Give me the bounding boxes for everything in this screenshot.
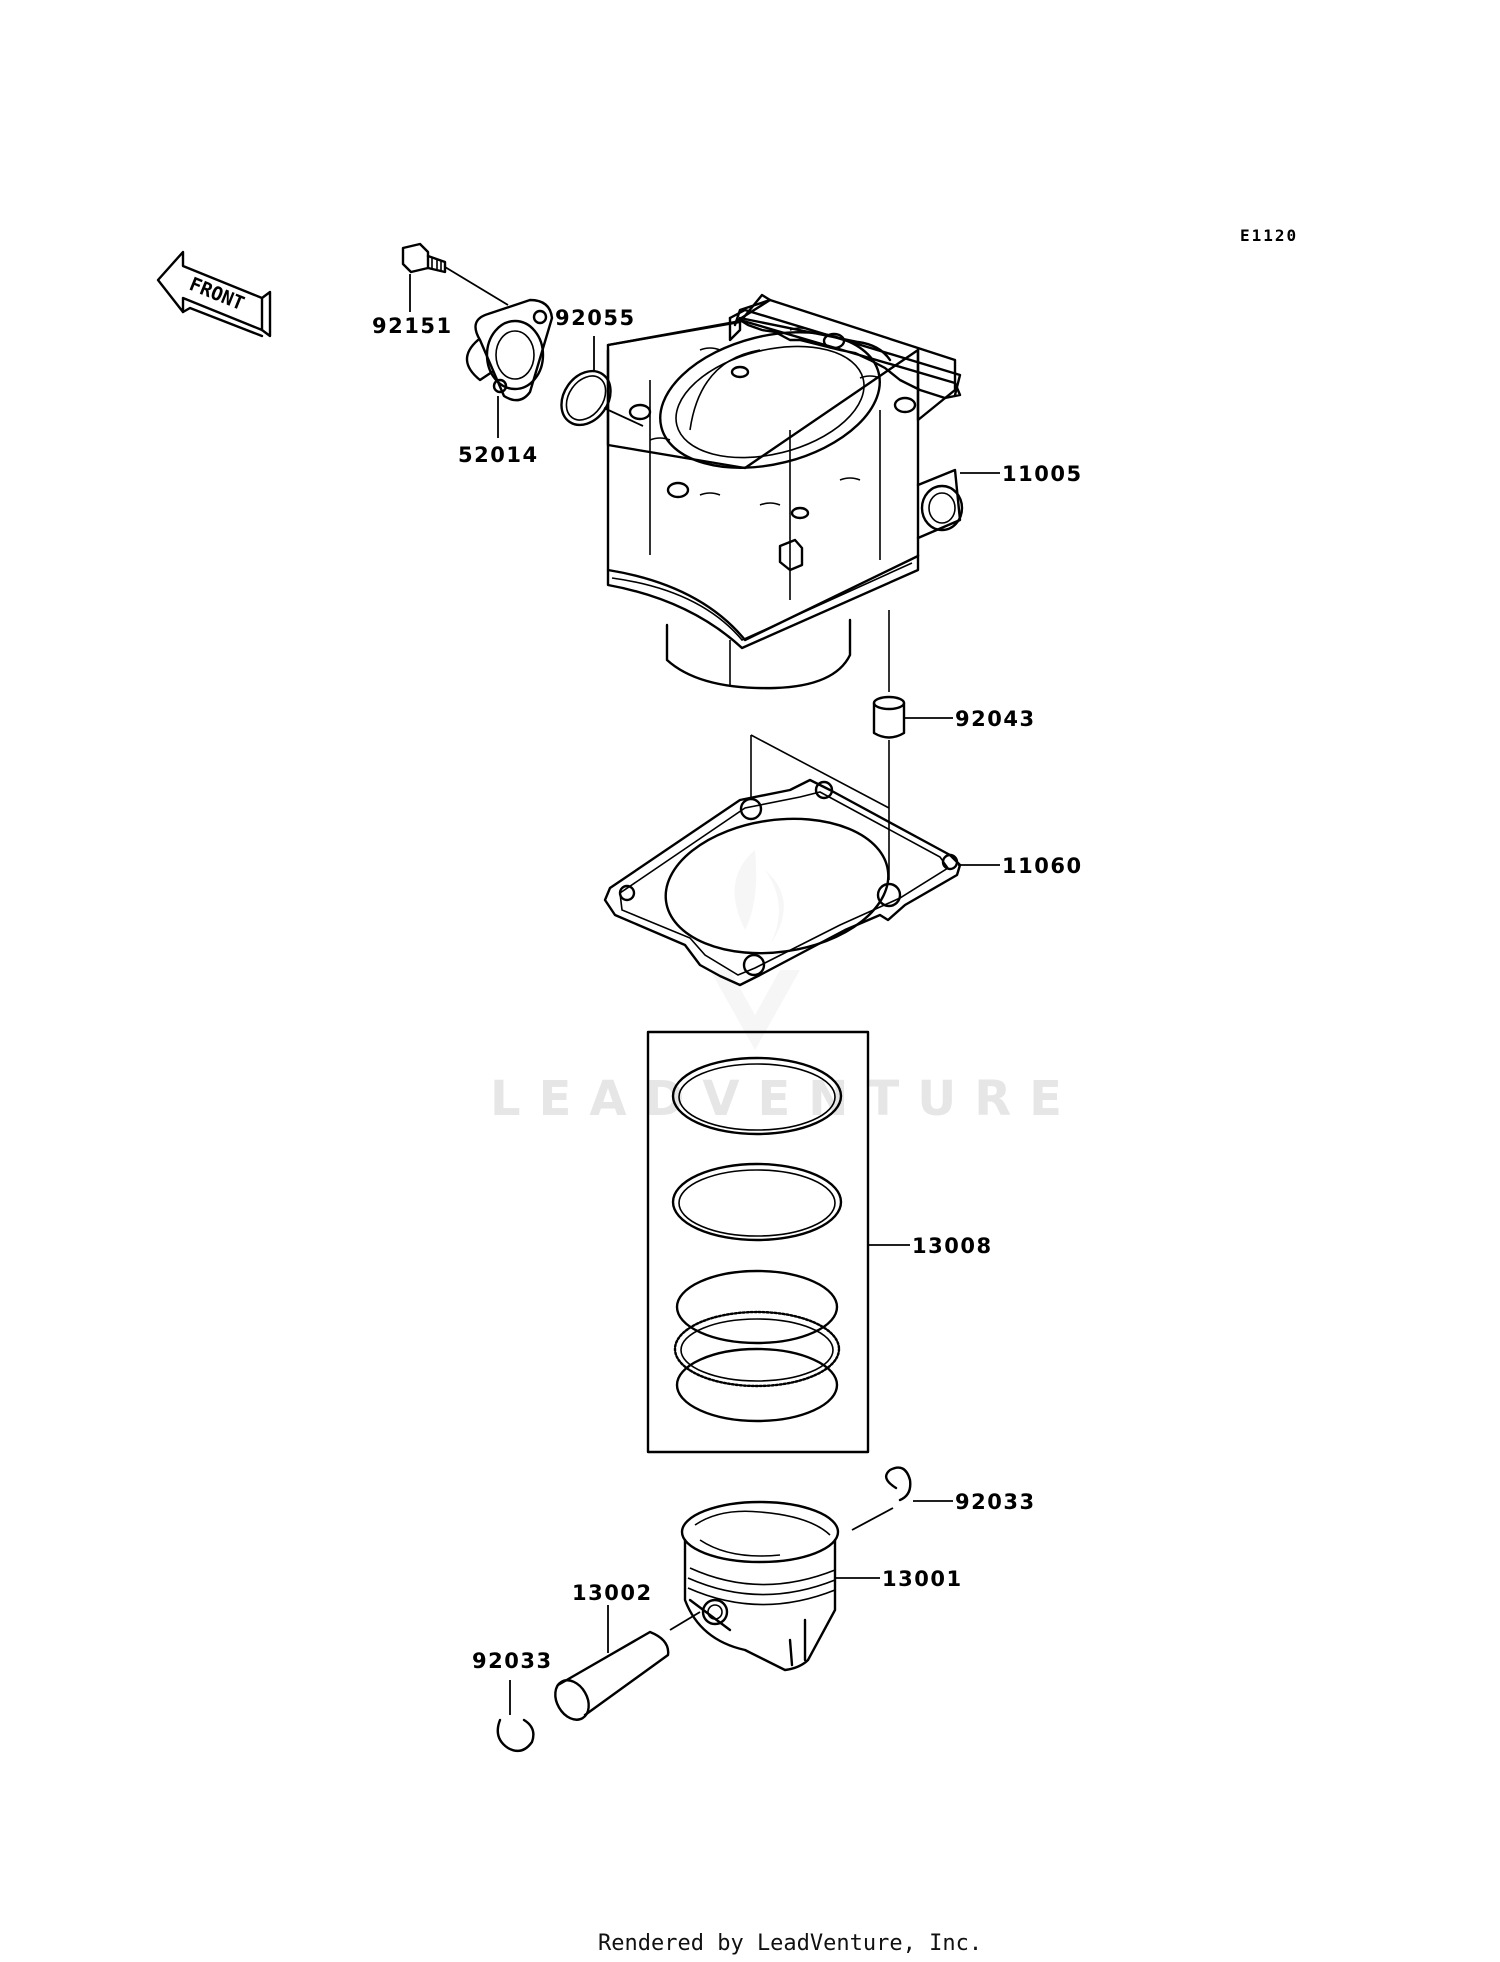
o-ring-part (560, 369, 612, 427)
piston-part (680, 1500, 840, 1672)
piston-ring-set-part (646, 1030, 870, 1454)
dowel-pin-part (872, 695, 906, 739)
diagram-code: E1120 (1240, 226, 1298, 245)
part-label-11060[interactable]: 11060 (1002, 854, 1083, 878)
part-label-92043[interactable]: 92043 (955, 707, 1036, 731)
bolt-part (401, 242, 447, 274)
cylinder-gasket-part (603, 778, 962, 987)
part-label-11005[interactable]: 11005 (1002, 462, 1083, 486)
part-label-13008[interactable]: 13008 (912, 1234, 993, 1258)
watermark-logo (710, 850, 800, 1050)
circlip-left-part (496, 1718, 535, 1753)
part-label-52014[interactable]: 52014 (458, 443, 539, 467)
part-label-13002[interactable]: 13002 (572, 1581, 653, 1605)
part-label-92151[interactable]: 92151 (372, 314, 453, 338)
watermark-text: LEADVENTURE (490, 1071, 1080, 1127)
piston-pin-part (554, 1630, 670, 1721)
part-label-13001[interactable]: 13001 (882, 1567, 963, 1591)
circlip-right-part (884, 1466, 912, 1502)
part-label-92033-right[interactable]: 92033 (955, 1490, 1036, 1514)
part-label-92033-left[interactable]: 92033 (472, 1649, 553, 1673)
front-arrow-icon: FRONT (156, 250, 272, 338)
footer-credit: Rendered by LeadVenture, Inc. (598, 1931, 982, 1956)
part-label-92055[interactable]: 92055 (555, 306, 636, 330)
water-fitting-part (465, 298, 554, 402)
cylinder-part (606, 293, 964, 690)
